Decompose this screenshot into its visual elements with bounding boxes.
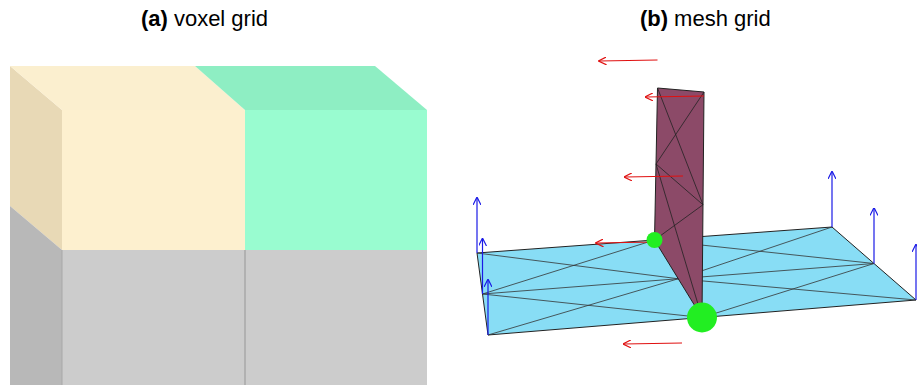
mesh-edge (678, 279, 916, 300)
normal-arrow (487, 280, 488, 335)
voxel-front (245, 250, 427, 385)
voxel-edge (244, 250, 246, 385)
normal-arrow (600, 60, 658, 61)
mesh-edge (656, 92, 704, 164)
mesh-edge (656, 164, 702, 318)
mesh-grid (477, 60, 916, 344)
junction-dot (687, 303, 717, 333)
voxel-side (10, 206, 62, 385)
voxel-front (62, 110, 245, 250)
normal-arrow (831, 172, 832, 227)
junction-dot (647, 232, 663, 248)
voxel-front (245, 110, 427, 250)
mesh-edge (702, 264, 874, 318)
mesh-edge (656, 164, 703, 205)
normal-arrow (646, 96, 704, 97)
voxel-front (62, 250, 245, 385)
normal-arrow (915, 245, 916, 300)
panel-letter: (a) (141, 6, 168, 32)
voxel-top (195, 66, 427, 110)
mesh-edge (488, 279, 678, 335)
mesh-edge (477, 253, 678, 279)
normal-arrow (625, 176, 683, 177)
panel-title: mesh grid (674, 6, 771, 32)
mesh-edge (483, 294, 703, 318)
panel-title: voxel grid (174, 6, 268, 32)
panel-letter: (b) (640, 6, 668, 32)
normal-arrow (873, 209, 874, 264)
vertical-plane (655, 88, 705, 318)
panel-heading: (a)voxel grid (141, 6, 268, 32)
voxel-grid (10, 66, 427, 385)
normal-arrow (597, 242, 655, 243)
mesh-edge (655, 205, 704, 240)
normal-arrow (482, 239, 483, 294)
panel-heading: (b)mesh grid (640, 6, 771, 32)
normal-arrow (624, 343, 682, 344)
voxel-edge (62, 250, 63, 385)
mesh-edge (483, 240, 655, 294)
normal-arrow (476, 198, 477, 253)
mesh-edge (658, 88, 704, 205)
